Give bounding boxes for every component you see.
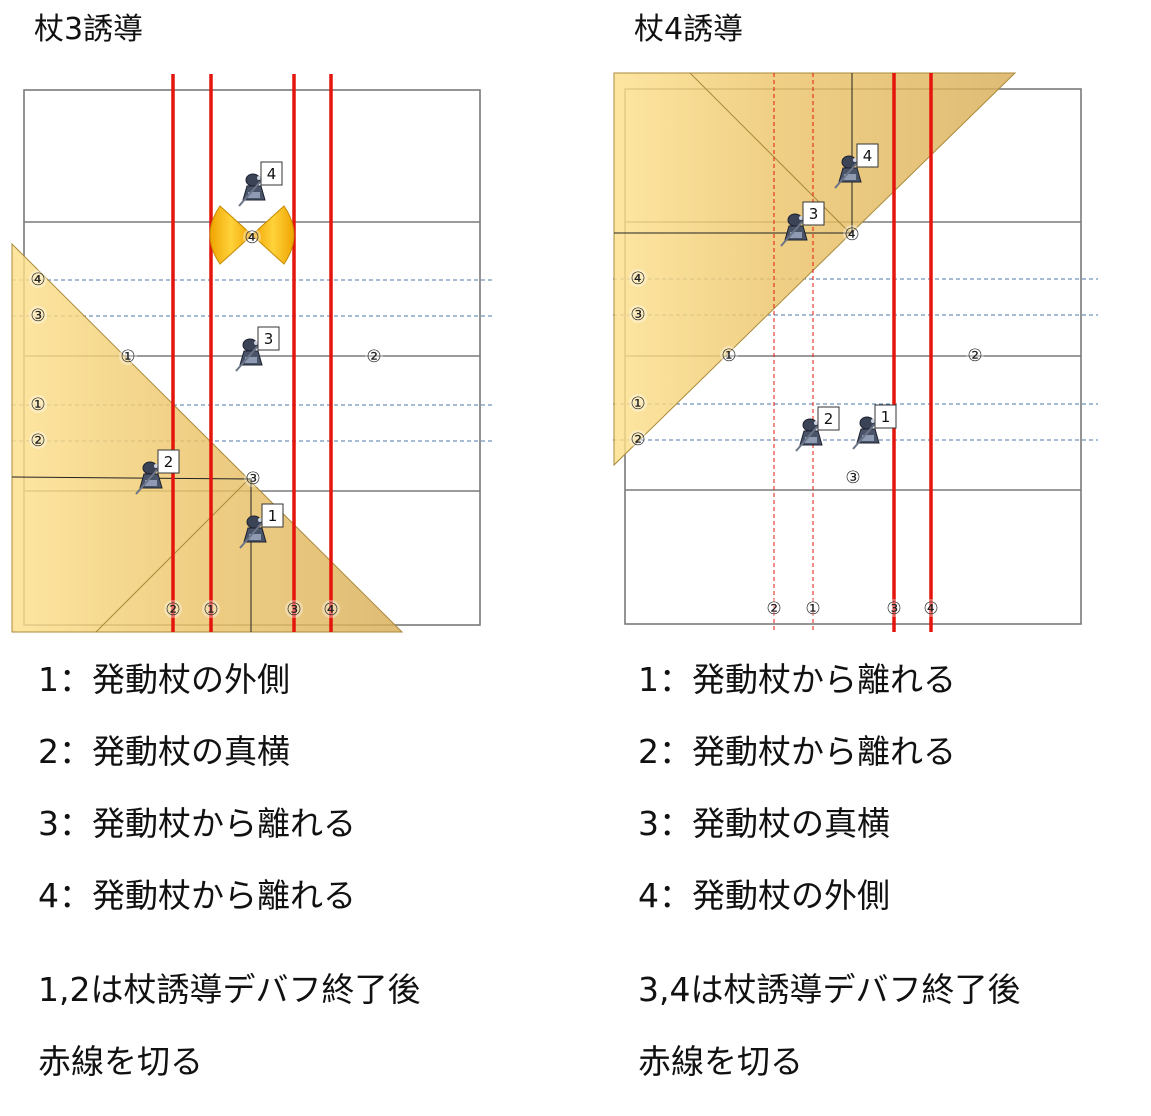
right-note-1: 1：発動杖から離れる xyxy=(638,660,956,699)
right-panel-title: 杖4誘導 xyxy=(634,12,744,47)
left-note-2: 2：発動杖の真横 xyxy=(38,732,290,771)
right-notes: 1：発動杖から離れる 2：発動杖から離れる 3：発動杖の真横 4：発動杖の外側 … xyxy=(638,662,1020,1116)
marker-label: ② xyxy=(967,346,982,366)
left-cleave-marker xyxy=(209,205,295,265)
marker-label: ③ xyxy=(630,305,645,325)
right-note-2: 2：発動杖から離れる xyxy=(638,732,956,771)
marker: ② xyxy=(365,347,383,367)
marker-label: ① xyxy=(203,600,218,620)
marker: ④ xyxy=(243,228,261,248)
marker-label: ③ xyxy=(286,600,301,620)
right-note-5: 3,4は杖誘導デバフ終了後 xyxy=(638,970,1021,1009)
player-icon: 3 xyxy=(780,201,825,247)
marker: ④ xyxy=(29,270,47,290)
marker-label: ① xyxy=(630,394,645,414)
marker: ③ xyxy=(29,306,47,326)
player-number: 3 xyxy=(264,330,274,348)
marker: ② xyxy=(966,346,984,366)
marker-label: ② xyxy=(30,431,45,451)
marker: ② xyxy=(164,600,182,620)
player-icon: 1 xyxy=(852,404,897,450)
marker: ① xyxy=(119,347,137,367)
player-icon: 2 xyxy=(795,406,840,452)
left-note-1: 1：発動杖の外側 xyxy=(38,660,290,699)
marker-label: ④ xyxy=(923,599,938,619)
marker-label: ② xyxy=(165,600,180,620)
marker: ③ xyxy=(844,468,862,488)
left-note-4: 4：発動杖から離れる xyxy=(38,876,356,915)
marker-label: ③ xyxy=(245,469,260,489)
marker-label: ④ xyxy=(30,270,45,290)
right-red-tethers xyxy=(892,73,933,632)
marker-label: ③ xyxy=(845,468,860,488)
player-number: 3 xyxy=(809,205,819,223)
player-number: 1 xyxy=(881,408,891,426)
marker-label: ① xyxy=(721,346,736,366)
marker: ③ xyxy=(285,600,303,620)
marker-label: ① xyxy=(120,347,135,367)
left-note-5: 1,2は杖誘導デバフ終了後 xyxy=(38,970,421,1009)
marker-label: ③ xyxy=(886,599,901,619)
marker-label: ② xyxy=(766,599,781,619)
marker-label: ② xyxy=(366,347,381,367)
marker: ④ xyxy=(843,225,861,245)
right-black-lines xyxy=(614,73,853,234)
right-note-4: 4：発動杖の外側 xyxy=(638,876,890,915)
marker: ① xyxy=(202,600,220,620)
player-number: 4 xyxy=(863,147,873,165)
marker-label: ① xyxy=(30,395,45,415)
marker: ② xyxy=(629,430,647,450)
marker: ③ xyxy=(244,469,262,489)
marker: ② xyxy=(29,431,47,451)
player-number: 1 xyxy=(268,507,278,525)
diagram-canvas: ④ ③ ① ② ① ② ③ ④ ② ① ③ ④ ④ ③ ① ② ① ② ④ ③ ② ① ③ ④ 4 3 2 1 4 3 2 1 xyxy=(11,72,1098,633)
marker: ① xyxy=(720,346,738,366)
left-notes: 1：発動杖の外側 2：発動杖の真横 3：発動杖から離れる 4：発動杖から離れる … xyxy=(38,662,420,1116)
marker: ④ xyxy=(922,599,940,619)
player-number: 2 xyxy=(824,410,834,428)
left-arena xyxy=(11,74,492,633)
right-note-3: 3：発動杖の真横 xyxy=(638,804,890,843)
marker: ① xyxy=(629,394,647,414)
player-number: 2 xyxy=(164,453,174,471)
player-icon: 4 xyxy=(238,161,283,207)
left-red-tethers xyxy=(171,74,333,632)
left-note-3: 3：発動杖から離れる xyxy=(38,804,356,843)
marker-label: ③ xyxy=(30,306,45,326)
left-aoe-triangle xyxy=(11,242,404,633)
player-icon: 1 xyxy=(239,503,284,549)
right-red-dashed xyxy=(773,73,814,632)
player-icon: 4 xyxy=(834,143,879,189)
marker-label: ④ xyxy=(630,269,645,289)
right-note-6: 赤線を切る xyxy=(638,1042,803,1081)
marker: ② xyxy=(765,599,783,619)
marker-label: ② xyxy=(630,430,645,450)
marker: ① xyxy=(804,599,822,619)
marker: ③ xyxy=(885,599,903,619)
right-aoe-shape xyxy=(613,72,1017,467)
player-number: 4 xyxy=(267,165,277,183)
player-icon: 3 xyxy=(235,326,280,372)
player-icon: 2 xyxy=(135,449,180,495)
marker: ④ xyxy=(629,269,647,289)
marker-label: ① xyxy=(805,599,820,619)
left-panel-title: 杖3誘導 xyxy=(34,12,144,47)
marker: ① xyxy=(29,395,47,415)
marker-label: ④ xyxy=(323,600,338,620)
circled-markers: ④ ③ ① ② ① ② ③ ④ ② ① ③ ④ ④ ③ ① ② ① ② ④ ③ ② ① ③ ④ xyxy=(29,225,984,620)
marker: ④ xyxy=(322,600,340,620)
player-icons: 4 3 2 1 4 3 2 1 xyxy=(135,143,897,549)
marker: ③ xyxy=(629,305,647,325)
right-arena xyxy=(613,72,1098,632)
marker-label: ④ xyxy=(244,228,259,248)
left-note-6: 赤線を切る xyxy=(38,1042,203,1081)
marker-label: ④ xyxy=(844,225,859,245)
